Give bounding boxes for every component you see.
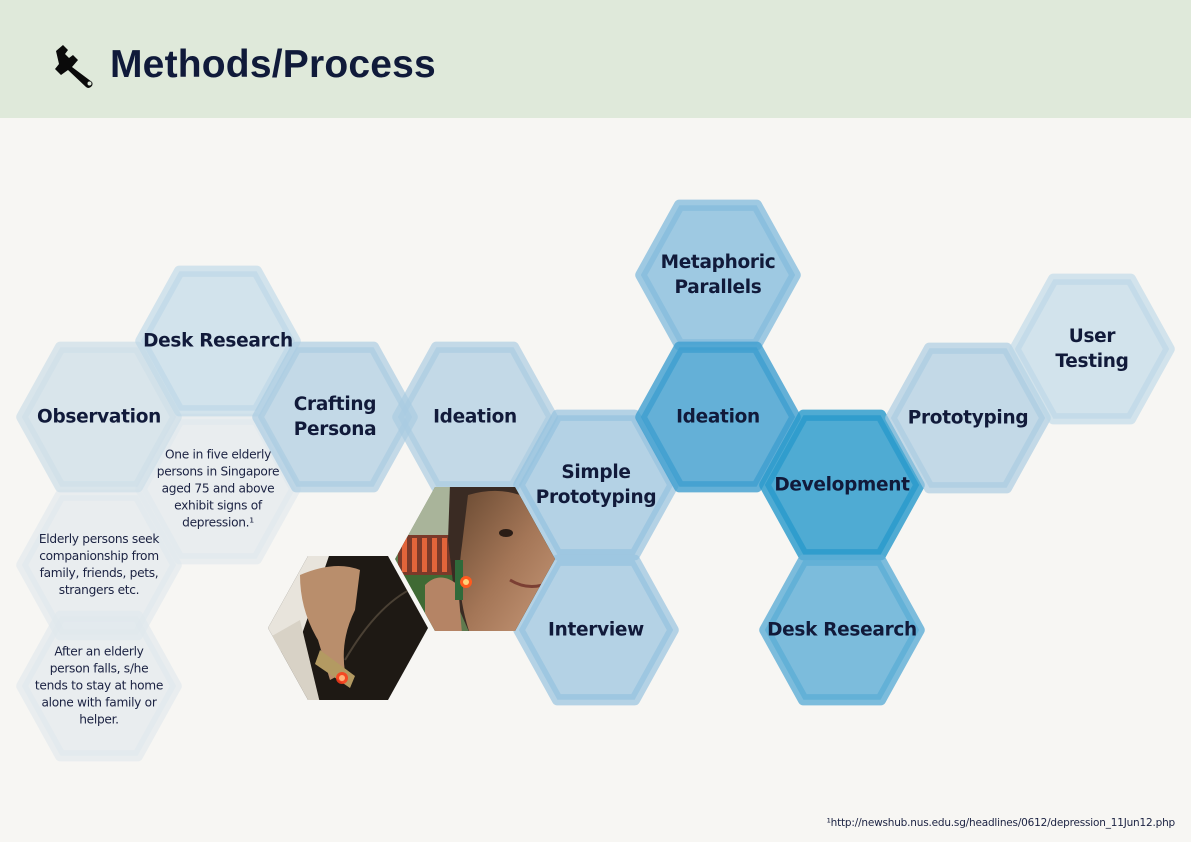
hex-interview: [513, 554, 679, 706]
hex-observation: [16, 341, 182, 493]
hex-label-desk-research-2[interactable]: Desk Research: [767, 619, 917, 641]
footnote-source: ¹http://newshub.nus.edu.sg/headlines/061…: [826, 817, 1176, 829]
hex-label-observation[interactable]: Observation: [37, 406, 161, 428]
page-title: Methods/Process: [110, 43, 436, 86]
header-band: [0, 0, 1191, 118]
hex-label-development[interactable]: Development: [774, 474, 910, 496]
hex-desk-research-1: [135, 265, 301, 417]
hex-label-ideation-1[interactable]: Ideation: [433, 406, 517, 428]
hex-ideation-2: [635, 341, 801, 493]
hex-label-desk-research-1[interactable]: Desk Research: [143, 330, 293, 352]
hex-label-prototyping[interactable]: Prototyping: [907, 407, 1029, 429]
note-hex-after-fall: [16, 610, 182, 762]
hex-desk-research-2: [759, 554, 925, 706]
wrench-icon: [55, 45, 93, 88]
hex-prototyping: [885, 342, 1051, 494]
hex-label-ideation-2[interactable]: Ideation: [676, 406, 760, 428]
hex-user-testing: [1009, 273, 1175, 425]
hex-label-interview[interactable]: Interview: [548, 619, 644, 641]
